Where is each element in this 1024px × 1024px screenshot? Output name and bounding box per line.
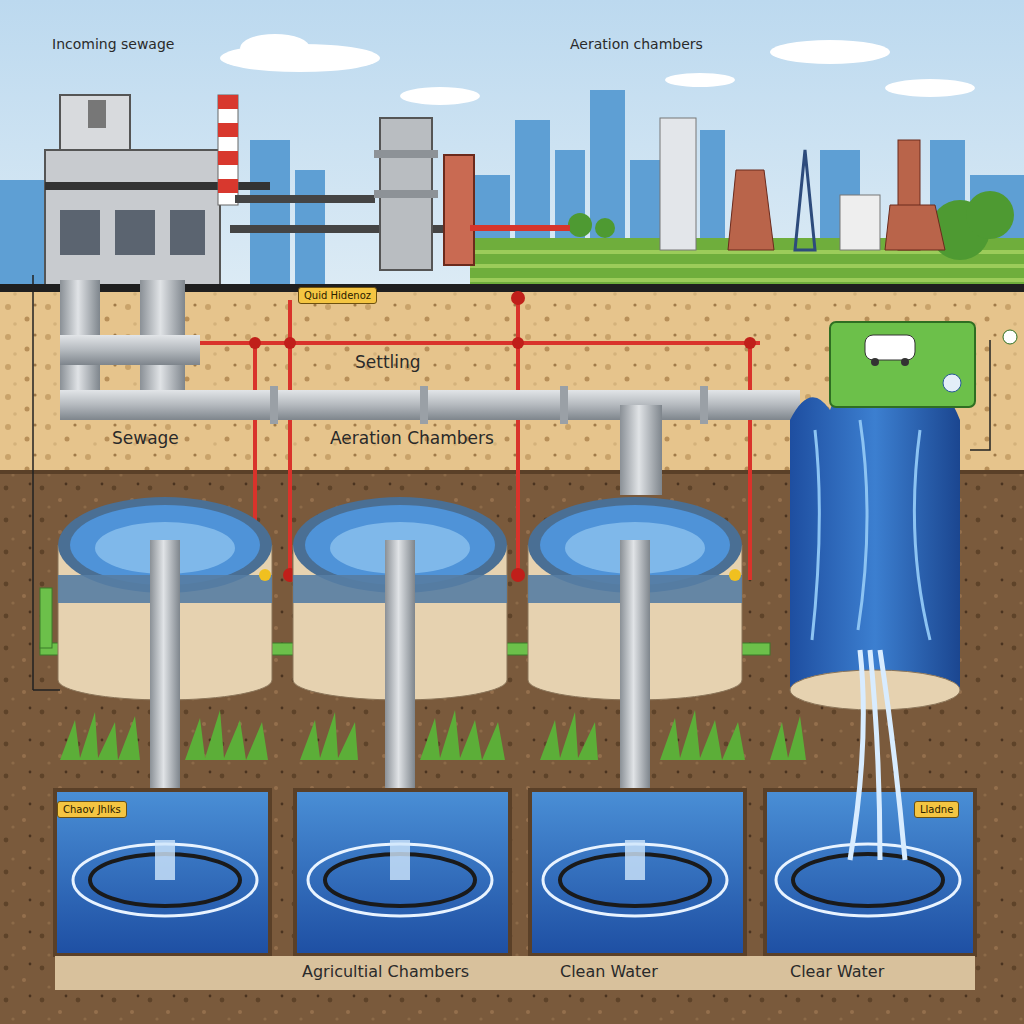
stage-label: Settling xyxy=(355,352,421,372)
stage-label: Sewage xyxy=(112,428,179,448)
tag-box: Quid Hidenoz xyxy=(298,287,377,304)
tag-box: Chaov Jhlks xyxy=(57,801,127,818)
tag-text: Quid Hidenoz xyxy=(304,289,371,302)
stage-label: Clear Water xyxy=(790,962,884,981)
tag-box: Lladne xyxy=(914,801,959,818)
tag-text: Chaov Jhlks xyxy=(63,803,121,816)
stage-label: Agricultial Chambers xyxy=(302,962,469,981)
tag-text: Lladne xyxy=(920,803,953,816)
stage-label: Aeration Chambers xyxy=(330,428,494,448)
heading-label: Aeration chambers xyxy=(570,36,703,53)
heading-label: Incoming sewage xyxy=(52,36,174,53)
stage-label: Clean Water xyxy=(560,962,658,981)
